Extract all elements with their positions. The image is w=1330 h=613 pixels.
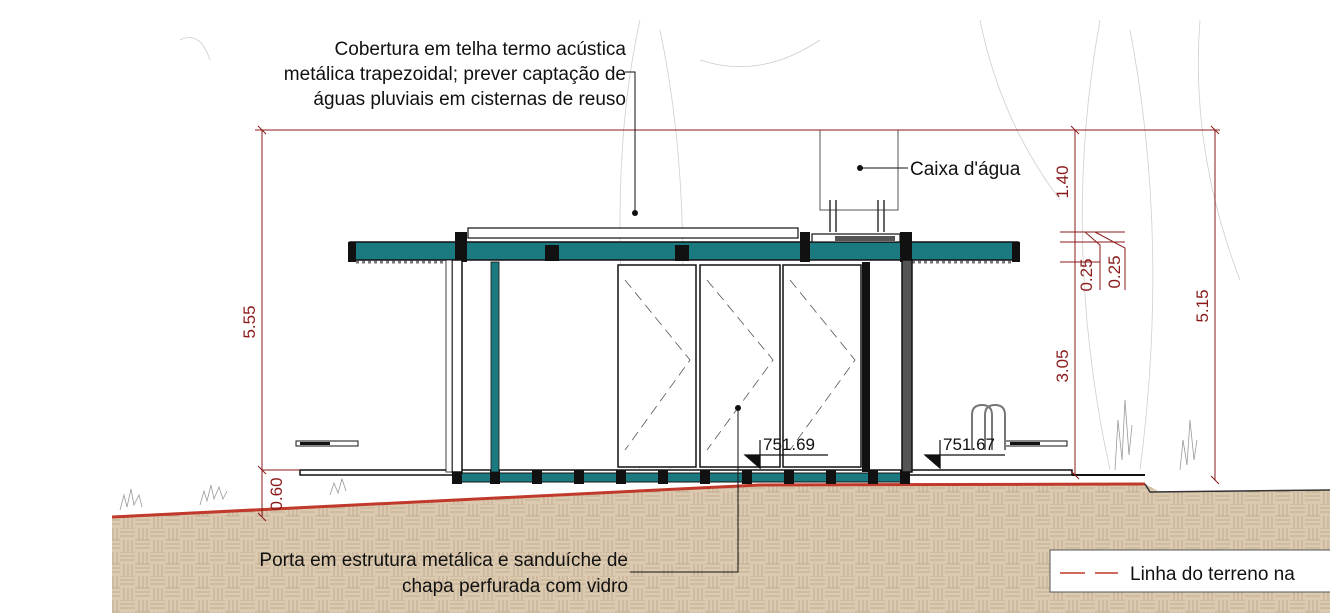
roof-note-line1: Cobertura em telha termo acústica — [335, 39, 627, 60]
dim-left-total: 5.55 — [240, 305, 259, 338]
dim-beam-b: 0.25 — [1105, 255, 1124, 288]
legend-box — [1049, 549, 1330, 593]
door-note-line2: chapa perfurada com vidro — [402, 576, 628, 597]
structure — [445, 259, 913, 473]
shrubs — [119, 399, 1198, 511]
dim-beam-a: 0.25 — [1077, 258, 1096, 291]
legend-terrain-label: Linha do terreno na — [1130, 564, 1295, 585]
dim-wall: 3.05 — [1053, 349, 1072, 382]
roof-note-line2: metálica trapezoidal; prever captação de — [284, 64, 626, 85]
terrain-line — [111, 482, 1146, 519]
roof-note-line3: águas pluviais em cisternas de reuso — [313, 89, 626, 110]
dim-tank: 1.40 — [1053, 165, 1072, 198]
level-label-b: 751.67 — [943, 435, 995, 454]
bike-racks — [971, 403, 1006, 450]
dimension-lines — [255, 125, 1220, 522]
level-label-a: 751.69 — [763, 435, 815, 454]
dim-right-total: 5.15 — [1193, 289, 1212, 322]
level-markers — [743, 440, 1005, 470]
door-note-line1: Porta em estrutura metálica e sanduíche … — [259, 550, 628, 571]
roof — [348, 227, 1020, 264]
dim-left-base: 0.60 — [267, 477, 286, 510]
door-panels — [617, 264, 862, 468]
water-tank-label: Caixa d'água — [910, 159, 1021, 180]
soil-hatch — [112, 484, 1330, 613]
water-tank — [819, 129, 908, 232]
leader-lines — [625, 71, 739, 573]
